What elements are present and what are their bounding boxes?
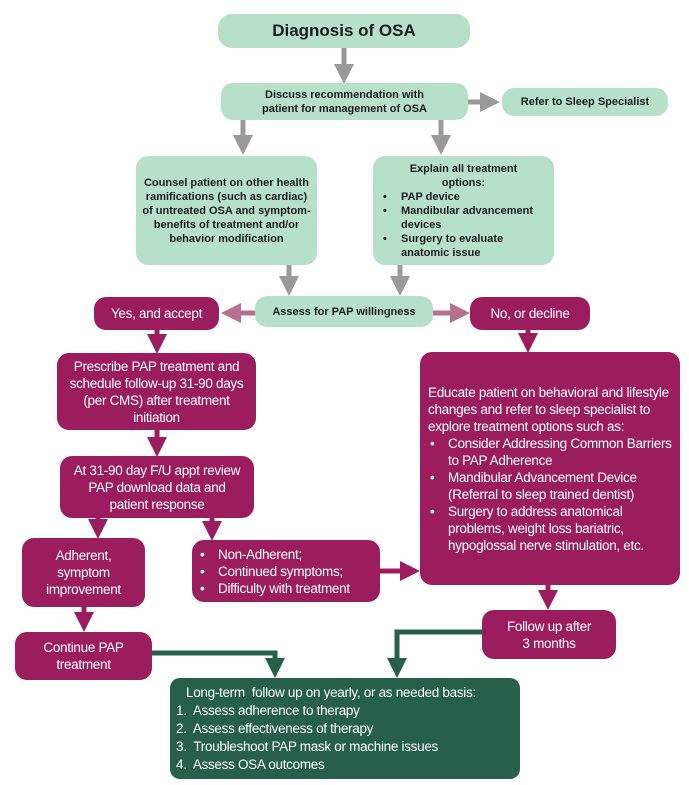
arrow-continue-longterm [152, 650, 285, 678]
list-item: Surgery to address anatomical problems, … [426, 503, 674, 554]
continue-box: Continue PAP treatment [15, 632, 152, 680]
list-item: PAP device [379, 190, 548, 204]
educate-heading: Educate patient on behavioral and lifest… [428, 384, 669, 434]
arrow-followup-longterm [387, 629, 482, 678]
counsel-box: Counsel patient on other health ramifica… [136, 156, 317, 265]
appt-box: At 31-90 day F/U appt review PAP downloa… [60, 456, 254, 518]
refer-box: Refer to Sleep Specialist [502, 88, 668, 116]
follow-up-box: Follow up after 3 months [482, 610, 616, 659]
assess-box: Assess for PAP willingness [255, 296, 433, 327]
diagnosis-title: Diagnosis of OSA [218, 14, 470, 48]
long-term-box: Long-term follow up on yearly, or as nee… [170, 678, 520, 779]
list-item: Continued symptoms; [196, 563, 376, 580]
long-term-heading: Long-term follow up on yearly, or as nee… [186, 684, 476, 700]
no-box: No, or decline [470, 297, 590, 330]
list-item: Consider Addressing Common Barriers to P… [426, 435, 674, 469]
educate-box: Educate patient on behavioral and lifest… [420, 352, 680, 585]
non-adherent-list: Non-Adherent; Continued symptoms; Diffic… [196, 546, 376, 597]
non-adherent-box: Non-Adherent; Continued symptoms; Diffic… [192, 540, 380, 602]
list-item: Surgery to evaluate anatomic issue [379, 232, 548, 260]
list-item: Difficulty with treatment [196, 580, 376, 597]
discuss-box: Discuss recommendation with patient for … [221, 83, 468, 120]
explain-heading: Explain all treatment options: [409, 162, 518, 189]
educate-list: Consider Addressing Common Barriers to P… [426, 435, 674, 554]
yes-box: Yes, and accept [94, 297, 219, 330]
list-item: 2. Assess effectiveness of therapy [176, 720, 374, 736]
explain-box: Explain all treatment options: PAP devic… [373, 156, 554, 265]
list-item: 3. Troubleshoot PAP mask or machine issu… [176, 738, 438, 754]
prescribe-box: Prescribe PAP treatment and schedule fol… [57, 353, 256, 430]
explain-list: PAP device Mandibular advancement device… [379, 190, 548, 260]
list-item: Non-Adherent; [196, 546, 376, 563]
list-item: Mandibular Advancement Device (Referral … [426, 469, 674, 503]
list-item: Mandibular advancement devices [379, 204, 548, 232]
long-term-list: 1. Assess adherence to therapy 2. Assess… [176, 702, 438, 774]
list-item: 4. Assess OSA outcomes [176, 756, 325, 772]
list-item: 1. Assess adherence to therapy [176, 702, 360, 718]
adherent-box: Adherent, symptom improvement [22, 538, 145, 607]
